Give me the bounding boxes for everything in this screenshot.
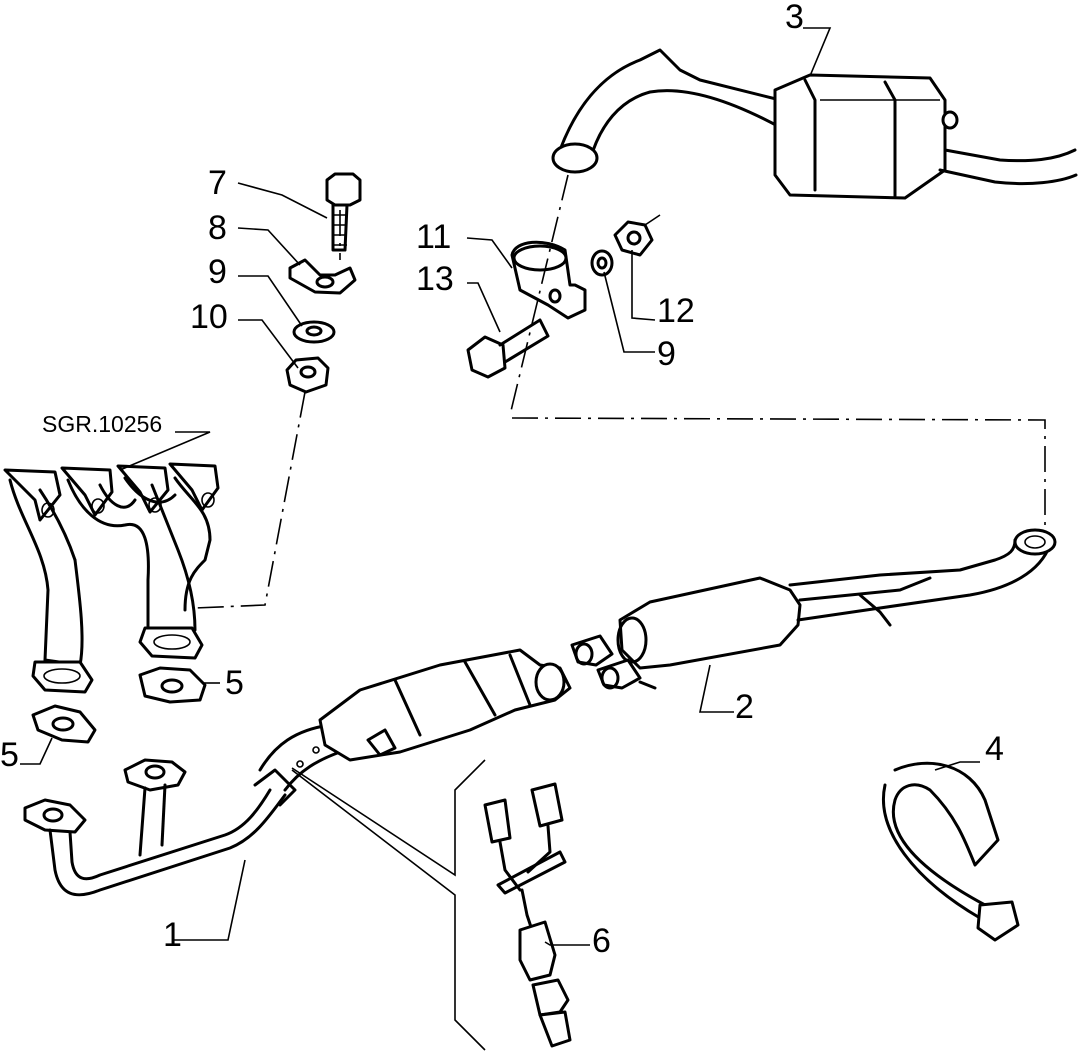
lambda-sensor: [483, 782, 572, 1048]
callout-leaders: [20, 27, 980, 1051]
flat-washer: [292, 320, 336, 344]
clamp-washer: [590, 249, 614, 277]
callout-3: 3: [785, 0, 804, 36]
assembly-centerlines: [194, 174, 1046, 609]
callout-4: 4: [985, 730, 1004, 768]
manifold-gasket-lower: [31, 704, 97, 744]
callout-12: 12: [657, 292, 695, 330]
exhaust-manifold: [3, 462, 220, 694]
callout-5-lower: 5: [0, 736, 19, 774]
clamp-bolt: [466, 318, 550, 379]
callout-11: 11: [416, 218, 451, 256]
front-pipe-with-catalyst: [23, 648, 572, 897]
callout-2: 2: [735, 688, 754, 726]
manifold-gasket-upper: [138, 666, 207, 704]
callout-6: 6: [592, 922, 611, 960]
callout-9-stack: 9: [208, 253, 227, 291]
callout-5-upper: 5: [225, 664, 244, 702]
callout-9-clamp: 9: [657, 335, 676, 373]
pipe-clamp: [510, 240, 587, 320]
intermediate-silencer: [570, 528, 1057, 690]
cable-tie-strap: [882, 761, 1020, 942]
callout-13: 13: [416, 260, 454, 298]
heat-shield-bracket: [288, 258, 357, 295]
callout-8: 8: [208, 209, 227, 247]
clamp-nut: [613, 214, 661, 257]
callout-1: 1: [163, 916, 182, 954]
rear-muffler: [551, 48, 1078, 200]
callout-7: 7: [208, 164, 227, 202]
stud-bolt: [325, 172, 362, 252]
hex-nut: [285, 356, 330, 394]
reference-code: SGR.10256: [42, 411, 162, 437]
callout-10: 10: [190, 298, 228, 336]
